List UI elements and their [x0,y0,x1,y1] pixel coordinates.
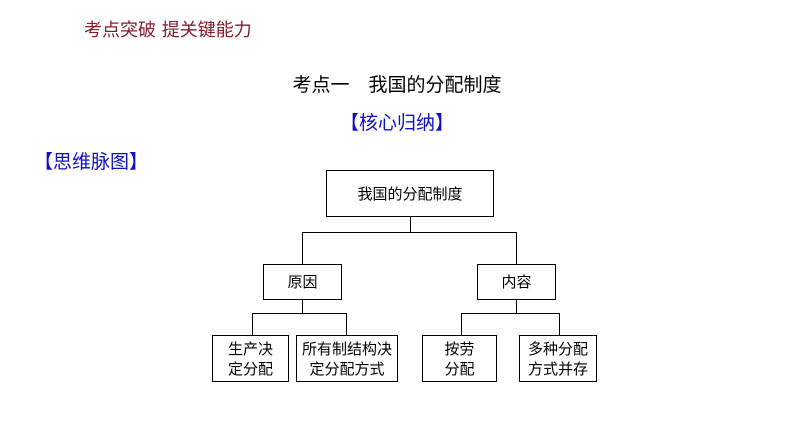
diagram-leaf-node: 按劳 分配 [422,335,497,382]
connector [410,216,411,232]
connector [461,313,462,335]
section-mind-heading: 【思维脉图】 [34,151,149,173]
connector [252,313,253,335]
diagram-leaf-node: 生产决 定分配 [212,335,289,382]
section-core-heading: 【核心归纳】 [339,112,454,134]
diagram-root-node: 我国的分配制度 [326,170,494,217]
page-title: 考点一 我国的分配制度 [292,74,502,96]
diagram-leaf-node: 所有制结构决 定分配方式 [296,335,398,382]
diagram-leaf-node: 多种分配 方式并存 [519,335,597,382]
connector [302,232,517,233]
connector [559,313,560,335]
connector [252,313,347,314]
diagram-node-content: 内容 [477,264,556,300]
connector [302,232,303,264]
connector [461,313,560,314]
connector [302,299,303,313]
connector [516,299,517,313]
connector [516,232,517,264]
connector [346,313,347,335]
diagram-node-reason: 原因 [263,264,342,300]
header-title: 考点突破 提关键能力 [84,20,252,41]
